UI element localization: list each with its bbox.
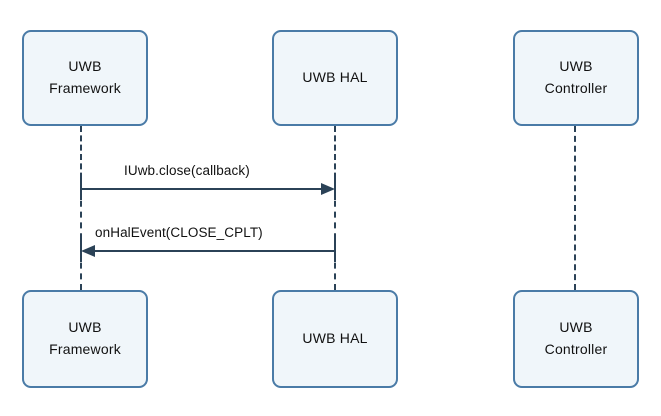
- participant-box-uwb-controller-top[interactable]: UWB Controller: [513, 30, 639, 126]
- message-line-onhalevent-close-cplt[interactable]: [92, 250, 335, 252]
- message-label-iuwb-close: IUwb.close(callback): [124, 163, 250, 178]
- lifeline-uwb-controller: [574, 126, 576, 290]
- arrowhead-left-icon-onhalevent: [81, 245, 95, 257]
- message-label-onhalevent-close-cplt: onHalEvent(CLOSE_CPLT): [95, 225, 263, 240]
- participant-label-line1: UWB: [559, 319, 593, 336]
- lifeline-uwb-hal-segment-1: [334, 126, 336, 188]
- lifeline-uwb-hal-segment-2: [334, 190, 336, 250]
- lifeline-uwb-hal-segment-3: [334, 252, 336, 290]
- participant-label-line1: UWB HAL: [302, 330, 368, 347]
- participant-box-uwb-framework-bottom[interactable]: UWB Framework: [22, 290, 148, 388]
- lifeline-uwb-framework-segment-1: [80, 126, 82, 188]
- participant-box-uwb-hal-top[interactable]: UWB HAL: [272, 30, 398, 126]
- lifeline-uwb-framework-segment-3: [80, 252, 82, 290]
- participant-label-line1: UWB: [68, 58, 102, 75]
- participant-box-uwb-framework-top[interactable]: UWB Framework: [22, 30, 148, 126]
- message-target-tick-iuwb-close: [334, 176, 336, 200]
- participant-label-line2: Controller: [544, 341, 608, 357]
- participant-label-line1: UWB HAL: [302, 69, 368, 86]
- arrowhead-right-icon-iuwb-close: [321, 183, 335, 195]
- participant-box-uwb-hal-bottom[interactable]: UWB HAL: [272, 290, 398, 388]
- participant-label-line2: Framework: [49, 341, 121, 357]
- participant-label-line2: Framework: [49, 80, 121, 96]
- participant-box-uwb-controller-bottom[interactable]: UWB Controller: [513, 290, 639, 388]
- message-line-iuwb-close[interactable]: [81, 188, 324, 190]
- participant-label-line1: UWB: [559, 58, 593, 75]
- participant-label-line1: UWB: [68, 319, 102, 336]
- message-origin-tick-onhalevent: [334, 238, 336, 262]
- message-target-tick-onhalevent: [80, 238, 82, 262]
- participant-label-line2: Controller: [544, 80, 608, 96]
- lifeline-uwb-framework-segment-2: [80, 190, 82, 250]
